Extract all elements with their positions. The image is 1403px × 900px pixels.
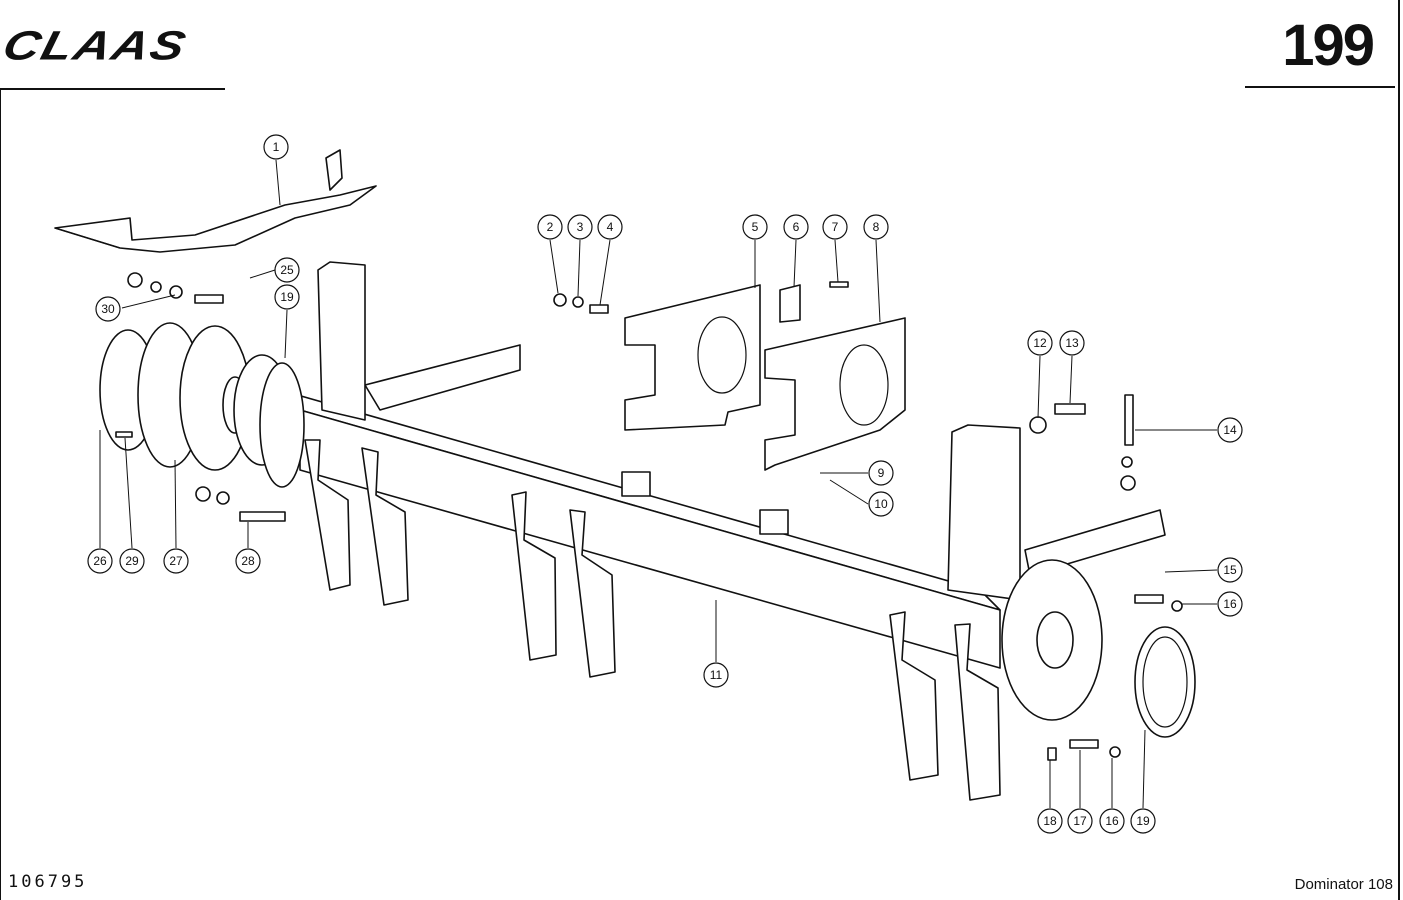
part-hardware <box>115 272 1183 761</box>
callout-19-left: 19 <box>274 284 300 310</box>
part-main-beam <box>279 261 1166 801</box>
callout-19-bottom: 19 <box>1130 808 1156 834</box>
callout-label: 2 <box>547 220 554 234</box>
callout-10: 10 <box>868 491 894 517</box>
callout-17: 17 <box>1067 808 1093 834</box>
callout-13: 13 <box>1059 330 1085 356</box>
callout-label: 4 <box>607 220 614 234</box>
callout-label: 9 <box>878 466 885 480</box>
callout-2: 2 <box>537 214 563 240</box>
part-left-hub <box>99 322 305 488</box>
page-number: 199 <box>1282 13 1375 78</box>
callout-7: 7 <box>822 214 848 240</box>
callout-8: 8 <box>863 214 889 240</box>
callout-label: 15 <box>1223 563 1237 577</box>
callout-label: 28 <box>241 554 255 568</box>
drawing-number: 106795 <box>8 872 88 892</box>
callout-15: 15 <box>1217 557 1243 583</box>
callout-12: 12 <box>1027 330 1053 356</box>
callout-18: 18 <box>1037 808 1063 834</box>
callout-9: 9 <box>868 460 894 486</box>
callout-5: 5 <box>742 214 768 240</box>
callout-16-right: 16 <box>1217 591 1243 617</box>
callout-label: 30 <box>101 302 115 316</box>
callout-14: 14 <box>1217 417 1243 443</box>
callout-30: 30 <box>95 296 121 322</box>
callout-label: 27 <box>169 554 183 568</box>
callout-16-bottom: 16 <box>1099 808 1125 834</box>
callout-label: 8 <box>873 220 880 234</box>
callout-4: 4 <box>597 214 623 240</box>
part-cover-plate <box>54 149 377 253</box>
model-name: Dominator 108 <box>1294 876 1393 893</box>
callout-26: 26 <box>87 548 113 574</box>
callout-label: 26 <box>93 554 107 568</box>
callout-label: 17 <box>1073 814 1087 828</box>
callout-label: 14 <box>1223 423 1237 437</box>
frame-border-left <box>0 88 1 900</box>
callout-label: 11 <box>710 668 723 682</box>
callout-label: 18 <box>1043 814 1057 828</box>
callout-label: 19 <box>1136 814 1150 828</box>
callout-28: 28 <box>235 548 261 574</box>
callout-label: 13 <box>1065 336 1079 350</box>
callout-label: 1 <box>273 140 280 154</box>
callout-label: 25 <box>280 263 294 277</box>
callout-label: 3 <box>577 220 584 234</box>
callout-label: 29 <box>125 554 139 568</box>
callout-11: 11 <box>703 662 729 688</box>
callout-label: 12 <box>1033 336 1047 350</box>
callout-label: 10 <box>874 497 888 511</box>
callout-6: 6 <box>783 214 809 240</box>
header-rule-left <box>0 88 225 90</box>
callout-25: 25 <box>274 257 300 283</box>
callout-label: 16 <box>1223 597 1237 611</box>
header-rule-right <box>1245 86 1395 88</box>
callout-label: 19 <box>280 290 294 304</box>
callout-label: 6 <box>793 220 800 234</box>
frame-border-right <box>1398 0 1400 900</box>
part-plate-8 <box>764 317 906 471</box>
callout-label: 5 <box>752 220 759 234</box>
part-plate-5 <box>624 284 761 431</box>
callout-29: 29 <box>119 548 145 574</box>
part-right-hub <box>1001 559 1196 738</box>
callout-label: 7 <box>832 220 839 234</box>
callout-3: 3 <box>567 214 593 240</box>
callout-27: 27 <box>163 548 189 574</box>
callout-label: 16 <box>1105 814 1119 828</box>
callout-1: 1 <box>263 134 289 160</box>
leader-lines <box>99 159 1218 809</box>
